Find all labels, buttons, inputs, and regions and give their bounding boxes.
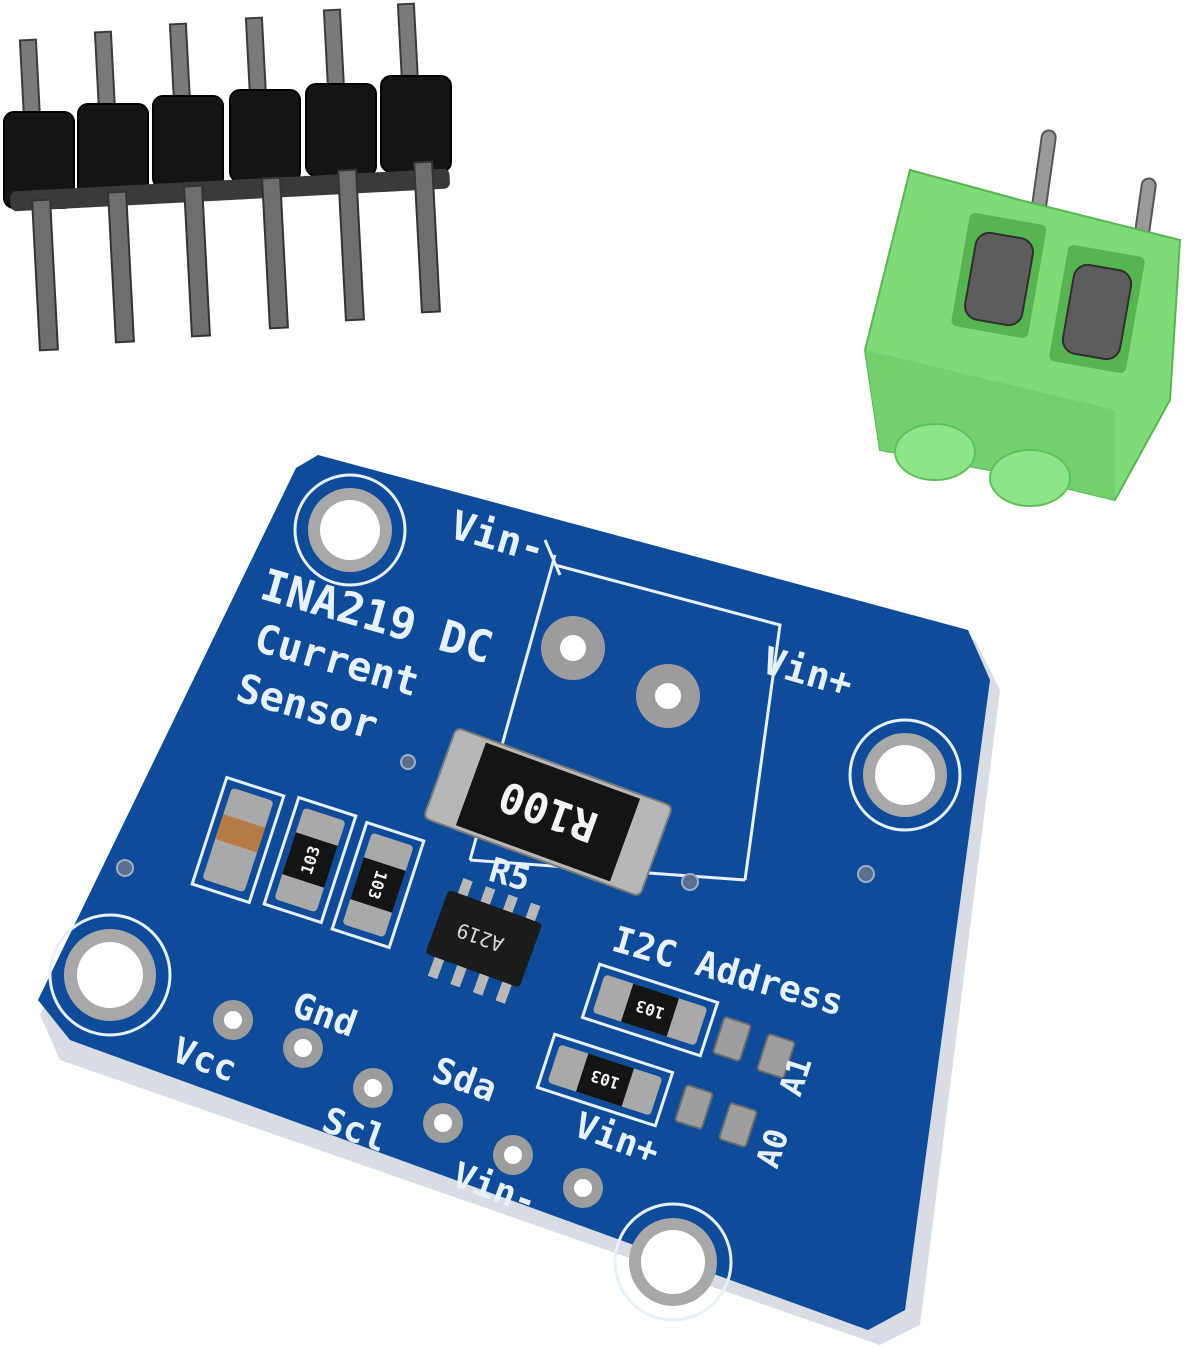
wire-entry (989, 449, 1071, 507)
header-pad (423, 1103, 463, 1143)
terminal-pad (541, 616, 605, 680)
pin-housing (152, 95, 224, 189)
screw-icon (1061, 263, 1133, 361)
terminal-pad (636, 664, 700, 728)
screw-terminal-block (863, 129, 1182, 507)
mounting-hole (848, 718, 962, 832)
mounting-hole (293, 473, 407, 587)
header-pad (283, 1028, 323, 1068)
pin-header (3, 2, 452, 352)
vias (116, 754, 875, 891)
pin-housing (229, 89, 301, 183)
address-jumper-pads (674, 1016, 796, 1148)
screw-icon (964, 231, 1034, 327)
pin-housing (77, 103, 149, 197)
header-pad (493, 1135, 533, 1175)
pin-housing (380, 75, 452, 173)
pin-housing (305, 83, 377, 177)
smd-resistor: 103 (535, 1032, 675, 1128)
smd-resistor: 103 (330, 820, 426, 950)
header-pad (563, 1168, 603, 1208)
header-pad (213, 1000, 253, 1040)
mounting-hole (48, 913, 172, 1037)
mounting-hole (613, 1202, 733, 1322)
smd-resistor: 103 (262, 795, 358, 925)
ina219-board: Vin- Vin+ INA219 DC Current Sensor R100 … (38, 455, 1000, 1345)
smd-capacitor (190, 775, 286, 905)
shunt-resistor: R100 (424, 728, 672, 896)
header-pad (353, 1068, 393, 1108)
wire-entry (894, 423, 976, 481)
ina219-chip: A219 (426, 878, 542, 1004)
smd-resistor: 103 (580, 962, 720, 1058)
